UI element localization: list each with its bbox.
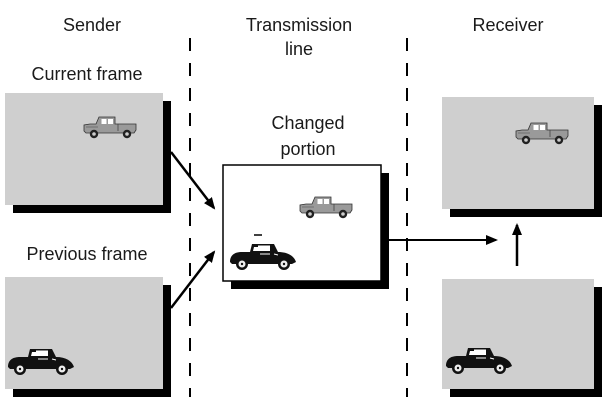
changed-portion-frame [222,164,389,289]
changed-portion-label-line2: portion [280,139,335,159]
receiver-heading: Receiver [472,15,543,35]
transmission-line-heading-line2: line [285,39,313,59]
changed-portion-label-line1: Changed [271,113,344,133]
arrow-current-to-changed [170,151,216,210]
arrow-previous-to-changed [170,250,216,309]
sender-current-frame [5,93,171,213]
sender-heading: Sender [63,15,121,35]
transmission-line-heading-line1: Transmission [246,15,352,35]
sender-previous-frame [5,277,171,397]
current-frame-label: Current frame [31,64,142,84]
receiver-previous-frame [442,279,602,397]
previous-frame-label: Previous frame [26,244,147,264]
receiver-current-frame [442,97,602,217]
